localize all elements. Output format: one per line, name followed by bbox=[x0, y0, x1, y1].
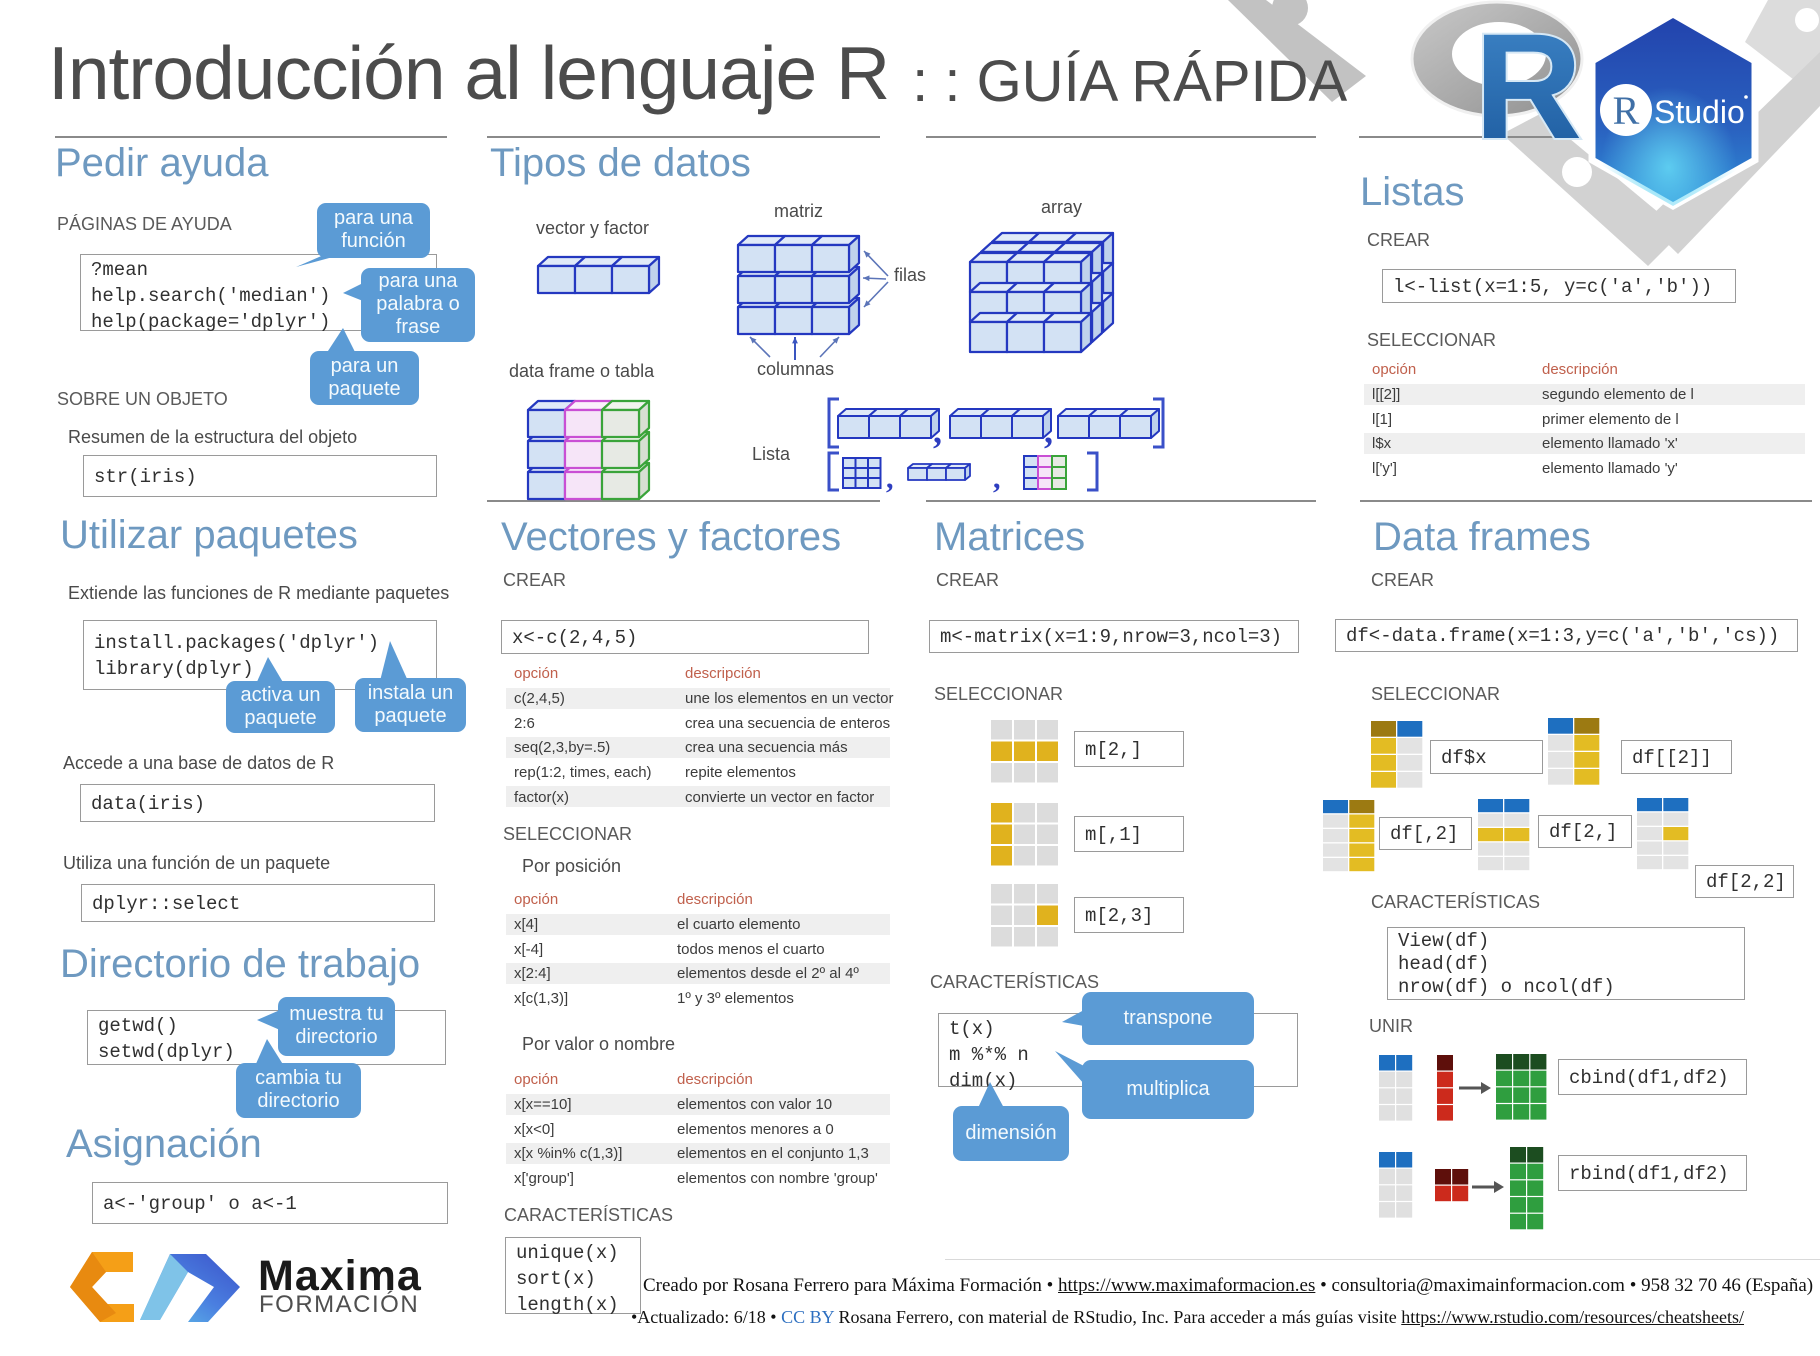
svg-text:,: , bbox=[886, 462, 894, 495]
svg-text:Studio: Studio bbox=[1654, 94, 1745, 130]
svg-text:,: , bbox=[933, 411, 942, 451]
svg-text:,: , bbox=[993, 462, 1001, 495]
svg-text:R: R bbox=[1613, 88, 1640, 133]
svg-text:,: , bbox=[1044, 411, 1053, 451]
svg-text:R: R bbox=[1474, 2, 1582, 170]
